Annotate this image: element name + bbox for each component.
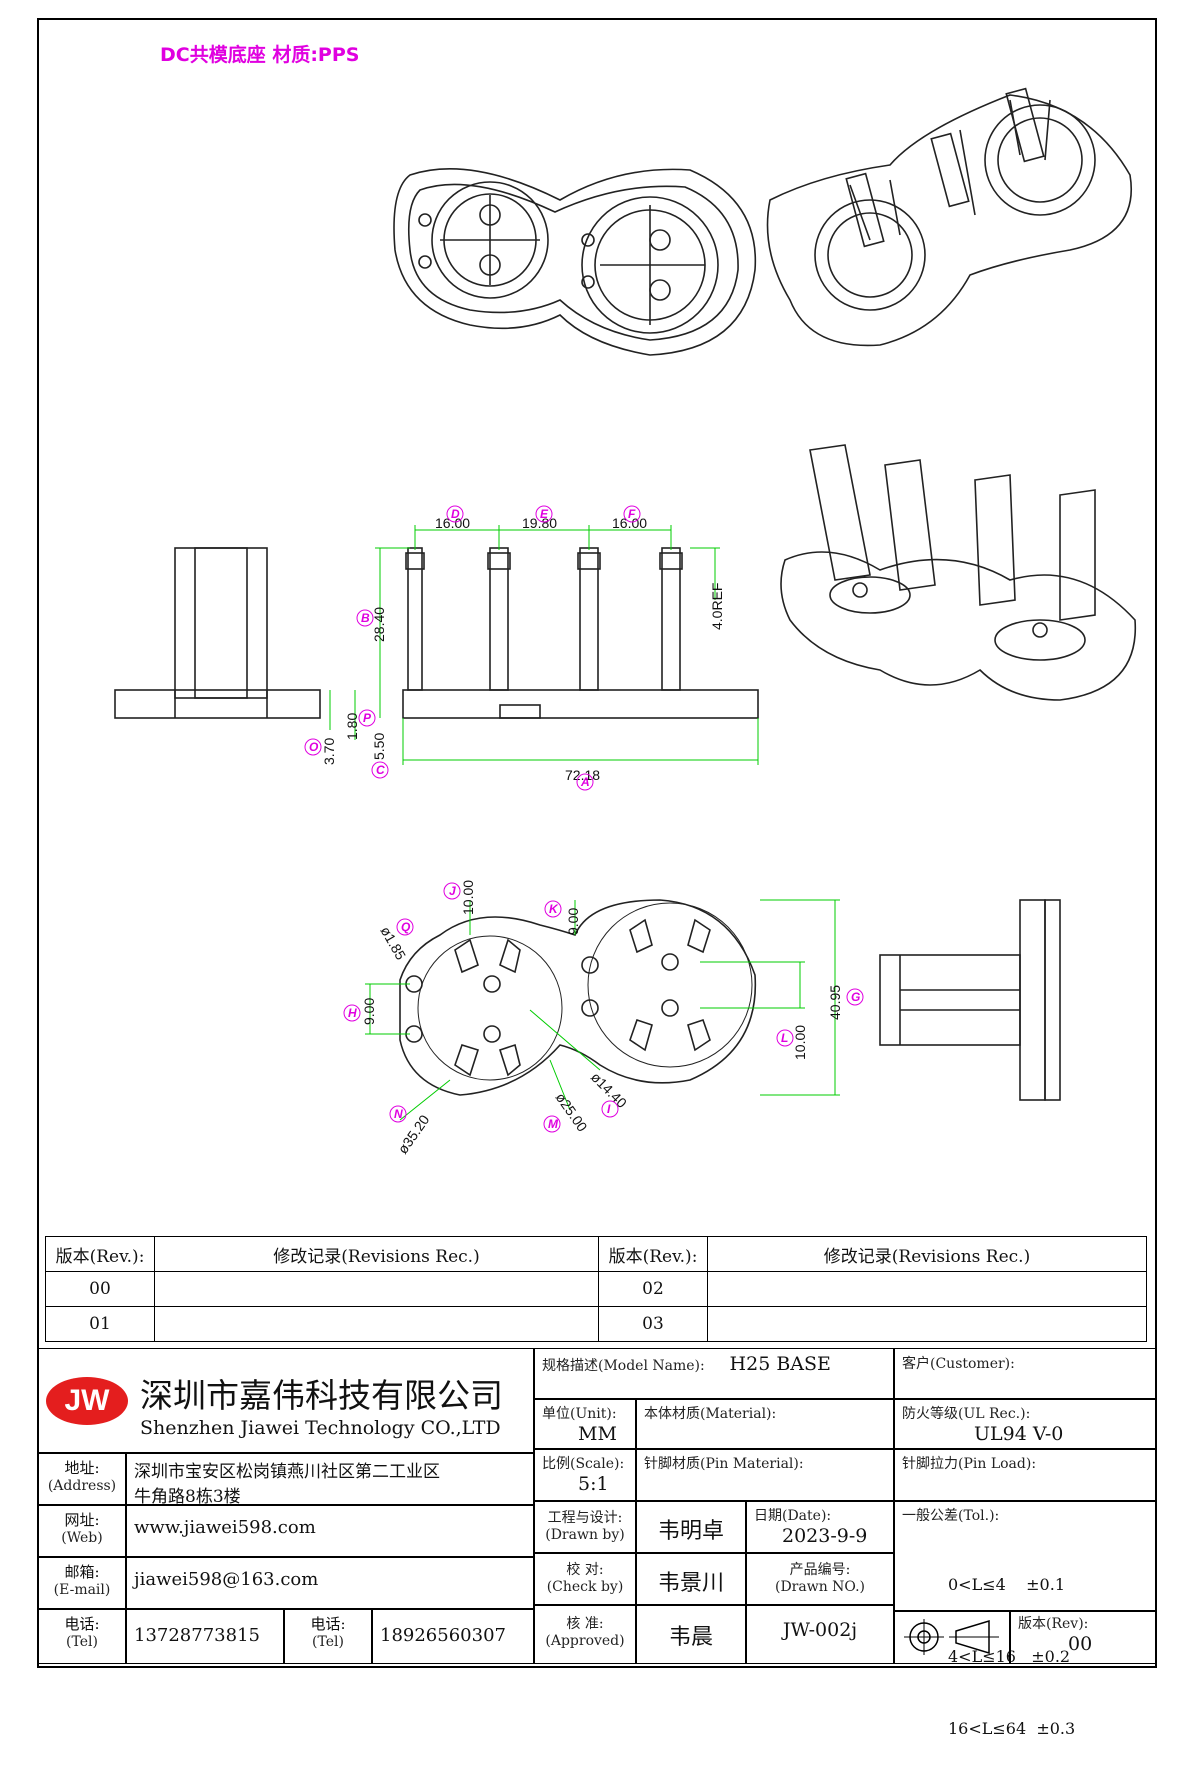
dim-base: 5.50 [371,733,387,760]
dim-height: 28.40 [371,607,387,642]
mail-cell: jiawei598@163.com [125,1556,535,1610]
customer-cell: 客户(Customer): [893,1348,1157,1400]
iso-view-bottom [766,87,1132,347]
approve-label-cell: 核 准: (Approved) [533,1604,637,1664]
projection-symbol-cell [893,1610,1011,1664]
address-line-1: 深圳市宝安区松岗镇燕川社区第二工业区 [134,1462,440,1482]
company-logo: JW [46,1377,128,1425]
date-cell: 日期(Date): 2023-9-9 [745,1500,895,1554]
web-label-cell: 网址: (Web) [37,1504,127,1558]
dim-pin-ref: 4.0REF [709,583,725,630]
design-label-cell: 工程与设计: (Drawn by) [533,1500,637,1554]
tel1-cell: 13728773815 [125,1608,285,1664]
title-block: JW 深圳市嘉伟科技有限公司 Shenzhen Jiawei Technolog… [37,1348,1157,1738]
dim-plan-10: 10.00 [460,880,476,915]
mail-label-cell: 邮箱: (E-mail) [37,1556,127,1610]
table-row: 01 03 [45,1306,1147,1342]
rev-header: 版本(Rev.): [45,1236,155,1272]
label-i: I [607,1102,611,1116]
material-cell: 本体材质(Material): [635,1398,895,1450]
label-j: J [449,884,456,898]
email-link[interactable]: jiawei598@163.com [134,1569,319,1590]
label-l: L [781,1031,788,1045]
website-link[interactable]: www.jiawei598.com [134,1517,316,1538]
dim-d2: 19.80 [522,515,557,531]
model-name: H25 BASE [729,1353,831,1375]
label-q: Q [401,920,411,934]
dim-slot: 1.80 [344,713,360,740]
label-b: B [361,611,370,625]
drawno-label-cell: 产品编号: (Drawn NO.) [745,1552,895,1606]
rec-header: 修改记录(Revisions Rec.) [154,1236,599,1272]
iso-view-pins [780,444,1137,701]
iso-view-top [393,168,757,356]
address-label-cell: 地址: (Address) [37,1452,127,1506]
projection-symbol-icon [904,1619,999,1655]
plan-view [399,899,757,1096]
dim-plan-9b: 9.00 [361,998,377,1025]
label-d: D [451,507,460,521]
company-name-cn: 深圳市嘉伟科技有限公司 [140,1376,503,1415]
tolerance-row-3: 16<L≤64 ±0.3 [948,1719,1076,1738]
designer: 韦明卓 [635,1500,747,1554]
rev-header-2: 版本(Rev.): [598,1236,708,1272]
label-n: N [394,1107,403,1121]
checker: 韦景川 [635,1552,747,1606]
drawing-title: DC共模底座 材质:PPS [160,44,360,66]
dim-plan-4095: 40.95 [827,985,843,1020]
label-e: E [540,507,549,521]
dim-plan-9a: 9.00 [565,908,581,935]
version-cell: 版本(Rev): 00 [1009,1610,1157,1664]
front-view [402,547,759,719]
rec-header-2: 修改记录(Revisions Rec.) [707,1236,1147,1272]
company-name-en: Shenzhen Jiawei Technology CO.,LTD [140,1417,501,1439]
drawing-canvas: 16.00 19.80 16.00 72.18 28.40 4.0REF 5.5… [114,87,1137,1157]
side-view-left [114,547,321,719]
pin-load-cell: 针脚拉力(Pin Load): [893,1448,1157,1502]
dim-width: 72.18 [565,767,600,783]
approver: 韦晨 [635,1604,747,1664]
tel2-cell: 18926560307 [371,1608,535,1664]
dim-plan-2500: ø25.00 [553,1090,591,1135]
label-h: H [348,1006,357,1020]
label-a: A [580,775,590,789]
label-o: O [309,740,319,754]
address-line-2: 牛角路8栋3楼 [134,1487,241,1507]
tolerance-row-2: 4<L≤16 ±0.2 [948,1647,1071,1666]
table-row: 00 02 [45,1271,1147,1307]
label-g: G [851,990,860,1004]
version-value: 00 [1068,1633,1093,1655]
side-view-right [879,899,1061,1101]
pin-material-cell: 针脚材质(Pin Material): [635,1448,895,1502]
tolerance-row-1: 0<L≤4 ±0.1 [948,1575,1065,1594]
dim-plan-10b: 10.00 [792,1025,808,1060]
label-c: C [376,763,385,777]
scale-cell: 比例(Scale): 5:1 [533,1448,637,1502]
model-cell: 规格描述(Model Name): H25 BASE [533,1348,895,1400]
check-label-cell: 校 对: (Check by) [533,1552,637,1606]
address-cell: 深圳市宝安区松岗镇燕川社区第二工业区 牛角路8栋3楼 [125,1452,535,1507]
date-value: 2023-9-9 [782,1525,868,1547]
revision-table: 版本(Rev.): 修改记录(Revisions Rec.) 版本(Rev.):… [45,1236,1147,1342]
dim-foot: 3.70 [321,738,337,765]
label-k: K [549,902,559,916]
drawing-number: JW-002j [745,1604,895,1664]
tel-label-cell: 电话: (Tel) [37,1608,127,1664]
drawing-frame [37,18,1157,1668]
ul-cell: 防火等级(UL Rec.): UL94 V-0 [893,1398,1157,1450]
unit-cell: 单位(Unit): MM [533,1398,637,1450]
tolerance-cell: 一般公差(Tol.): 0<L≤4 ±0.1 4<L≤16 ±0.2 16<L≤… [893,1500,1157,1738]
label-p: P [363,711,372,725]
company-cell: JW 深圳市嘉伟科技有限公司 Shenzhen Jiawei Technolog… [37,1348,535,1454]
web-cell: www.jiawei598.com [125,1504,535,1558]
label-m: M [548,1117,559,1131]
tel2-label-cell: 电话: (Tel) [283,1608,373,1664]
dimension-lines [329,525,840,1121]
label-f: F [628,507,636,521]
